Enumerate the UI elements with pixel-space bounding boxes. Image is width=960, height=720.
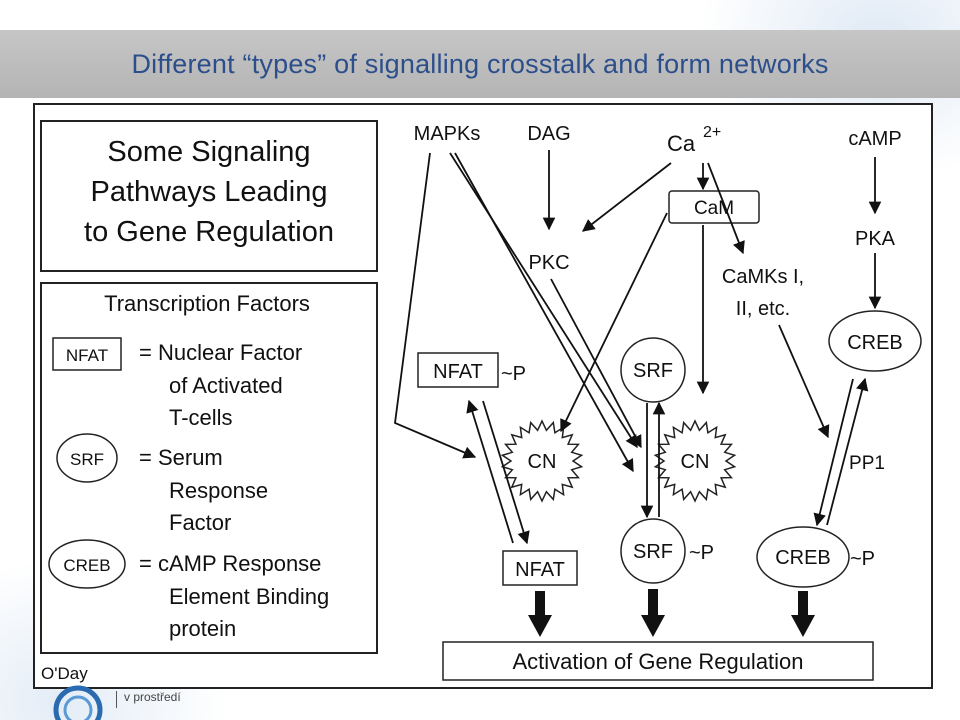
footer-text: v prostředí [124,690,181,704]
pp1-label: PP1 [849,453,885,474]
pka-label: PKA [855,228,896,250]
arrow-camks-to-creb [778,324,830,439]
arrow-mapks-to-nfat [394,152,477,459]
arrow-creb-dephosphorylation [826,377,869,526]
camks-label-line-2: II, etc. [736,298,790,320]
creb-top-label: CREB [847,332,903,354]
legend-creb-abbr: CREB [63,556,110,575]
dag-label: DAG [527,123,570,145]
arrow-mapks-to-srf-top [449,152,638,449]
arrow-nfat-phosphorylation [466,399,514,544]
legend-nfat-line-2: of Activated [169,373,283,398]
cn-right-label: CN [681,451,710,473]
pkc-label: PKC [528,252,569,274]
heading-box [40,120,378,272]
arrow-ca-to-pkc [582,162,672,232]
legend-srf-line-1: = Serum [139,445,223,470]
nfat-top-label: NFAT [433,361,483,383]
nfat-phospho-label: ~P [501,363,526,385]
heading-line-2: Pathways Leading [91,176,328,208]
legend-creb-oval [48,539,126,589]
legend-title: Transcription Factors [104,291,310,316]
footer-divider [116,691,117,708]
legend-creb-line-1: = cAMP Response [139,551,321,576]
heading-line-1: Some Signaling [107,136,310,168]
arrow-nfat-dephosphorylation [482,400,530,545]
thick-arrow-nfat [528,591,552,637]
camp-label: cAMP [848,128,901,150]
legend-nfat-box [52,337,122,371]
nfat-bottom-box [502,550,578,586]
cn-left-starburst [500,419,584,503]
activation-box [442,641,874,681]
srf-phospho-label: ~P [689,542,714,564]
signaling-diagram: Some Signaling Pathways Leading to Gene … [40,120,922,683]
arrow-creb-phosphorylation [813,378,854,527]
nfat-top-box [417,352,499,388]
arrow-cam-to-cn-left [560,212,668,433]
camks-label-line-1: CaMKs I, [722,266,804,288]
heading-line-3: to Gene Regulation [84,216,334,248]
legend-nfat-line-3: T-cells [169,405,233,430]
calcium-charge: 2+ [703,124,721,141]
credit-label: O'Day [41,664,88,683]
title-bar: Different “types” of signalling crosstal… [0,30,960,98]
calcium-label: Ca [667,131,696,156]
legend-creb-line-3: protein [169,616,236,641]
arrow-mapks-to-srf-bottom [454,152,634,473]
mapks-label: MAPKs [414,123,481,145]
legend-srf-oval [56,433,118,483]
srf-top-label: SRF [633,360,673,382]
srf-bottom-oval [620,518,686,584]
creb-bottom-label: CREB [775,547,831,569]
creb-bottom-oval [756,526,850,588]
activation-label: Activation of Gene Regulation [512,649,803,674]
legend-box [40,282,378,654]
slide-title: Different “types” of signalling crosstal… [131,48,829,79]
cn-right-starburst [653,419,737,503]
srf-bottom-label: SRF [633,541,673,563]
creb-top-oval [828,310,922,372]
legend-srf-abbr: SRF [70,450,104,469]
nfat-bottom-label: NFAT [515,559,565,581]
legend-creb-line-2: Element Binding [169,584,329,609]
legend-srf-line-3: Factor [169,510,231,535]
cn-left-label: CN [528,451,557,473]
thick-arrow-srf [641,589,665,637]
arrow-ca-to-camks [707,162,745,255]
cam-box [668,190,760,224]
legend-nfat-abbr: NFAT [66,346,108,365]
creb-phospho-label: ~P [850,548,875,570]
arrow-pkc-to-srf [550,278,642,449]
thick-arrow-creb [791,591,815,637]
legend-nfat-line-1: = Nuclear Factor [139,340,302,365]
footer-logo-icon [53,685,103,720]
signaling-figure: Some Signaling Pathways Leading to Gene … [33,103,933,689]
legend-srf-line-2: Response [169,478,268,503]
